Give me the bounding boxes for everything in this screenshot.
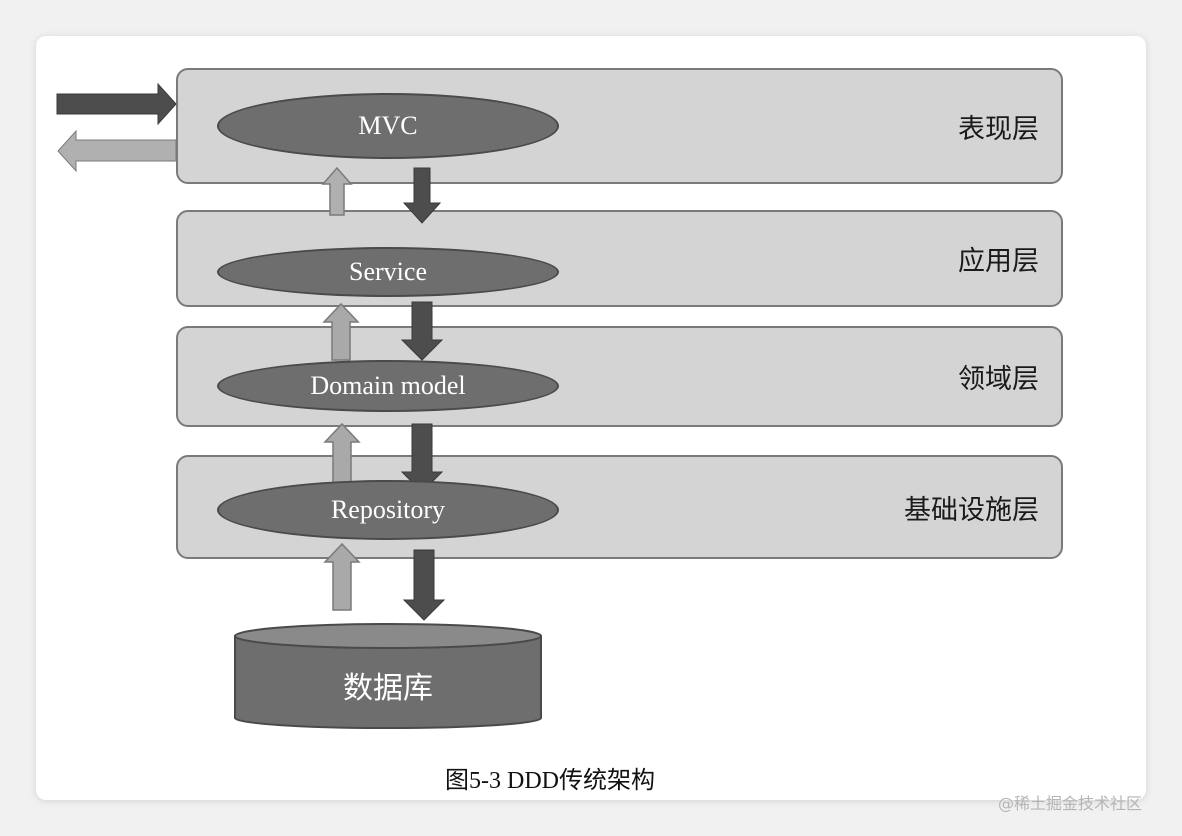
external-in-arrow — [56, 82, 177, 126]
domain-model-node-label: Domain model — [310, 371, 466, 400]
down-arrow-4 — [402, 549, 446, 621]
database-cylinder — [234, 623, 542, 729]
up-arrow-2 — [322, 302, 360, 361]
layer-infrastructure-label: 基础设施层 — [904, 494, 1039, 526]
database-label: 数据库 — [343, 671, 433, 706]
service-node-label: Service — [349, 257, 427, 286]
figure-caption: 图5-3 DDD传统架构 — [445, 768, 655, 794]
mvc-node-label: MVC — [358, 111, 418, 140]
mvc-node: MVC — [217, 93, 559, 159]
domain-model-node: Domain model — [217, 360, 559, 412]
down-arrow-2 — [400, 301, 444, 361]
layer-domain-label: 领域层 — [958, 364, 1039, 395]
repository-node: Repository — [217, 480, 559, 540]
external-out-arrow — [57, 129, 177, 173]
layer-application-label: 应用层 — [958, 246, 1039, 277]
down-arrow-1 — [402, 167, 442, 224]
layer-presentation-label: 表现层 — [958, 113, 1039, 145]
repository-node-label: Repository — [330, 495, 446, 524]
watermark: @稀土掘金技术社区 — [998, 794, 1143, 813]
service-node: Service — [217, 247, 559, 297]
up-arrow-1 — [321, 166, 353, 216]
up-arrow-4 — [323, 542, 361, 611]
